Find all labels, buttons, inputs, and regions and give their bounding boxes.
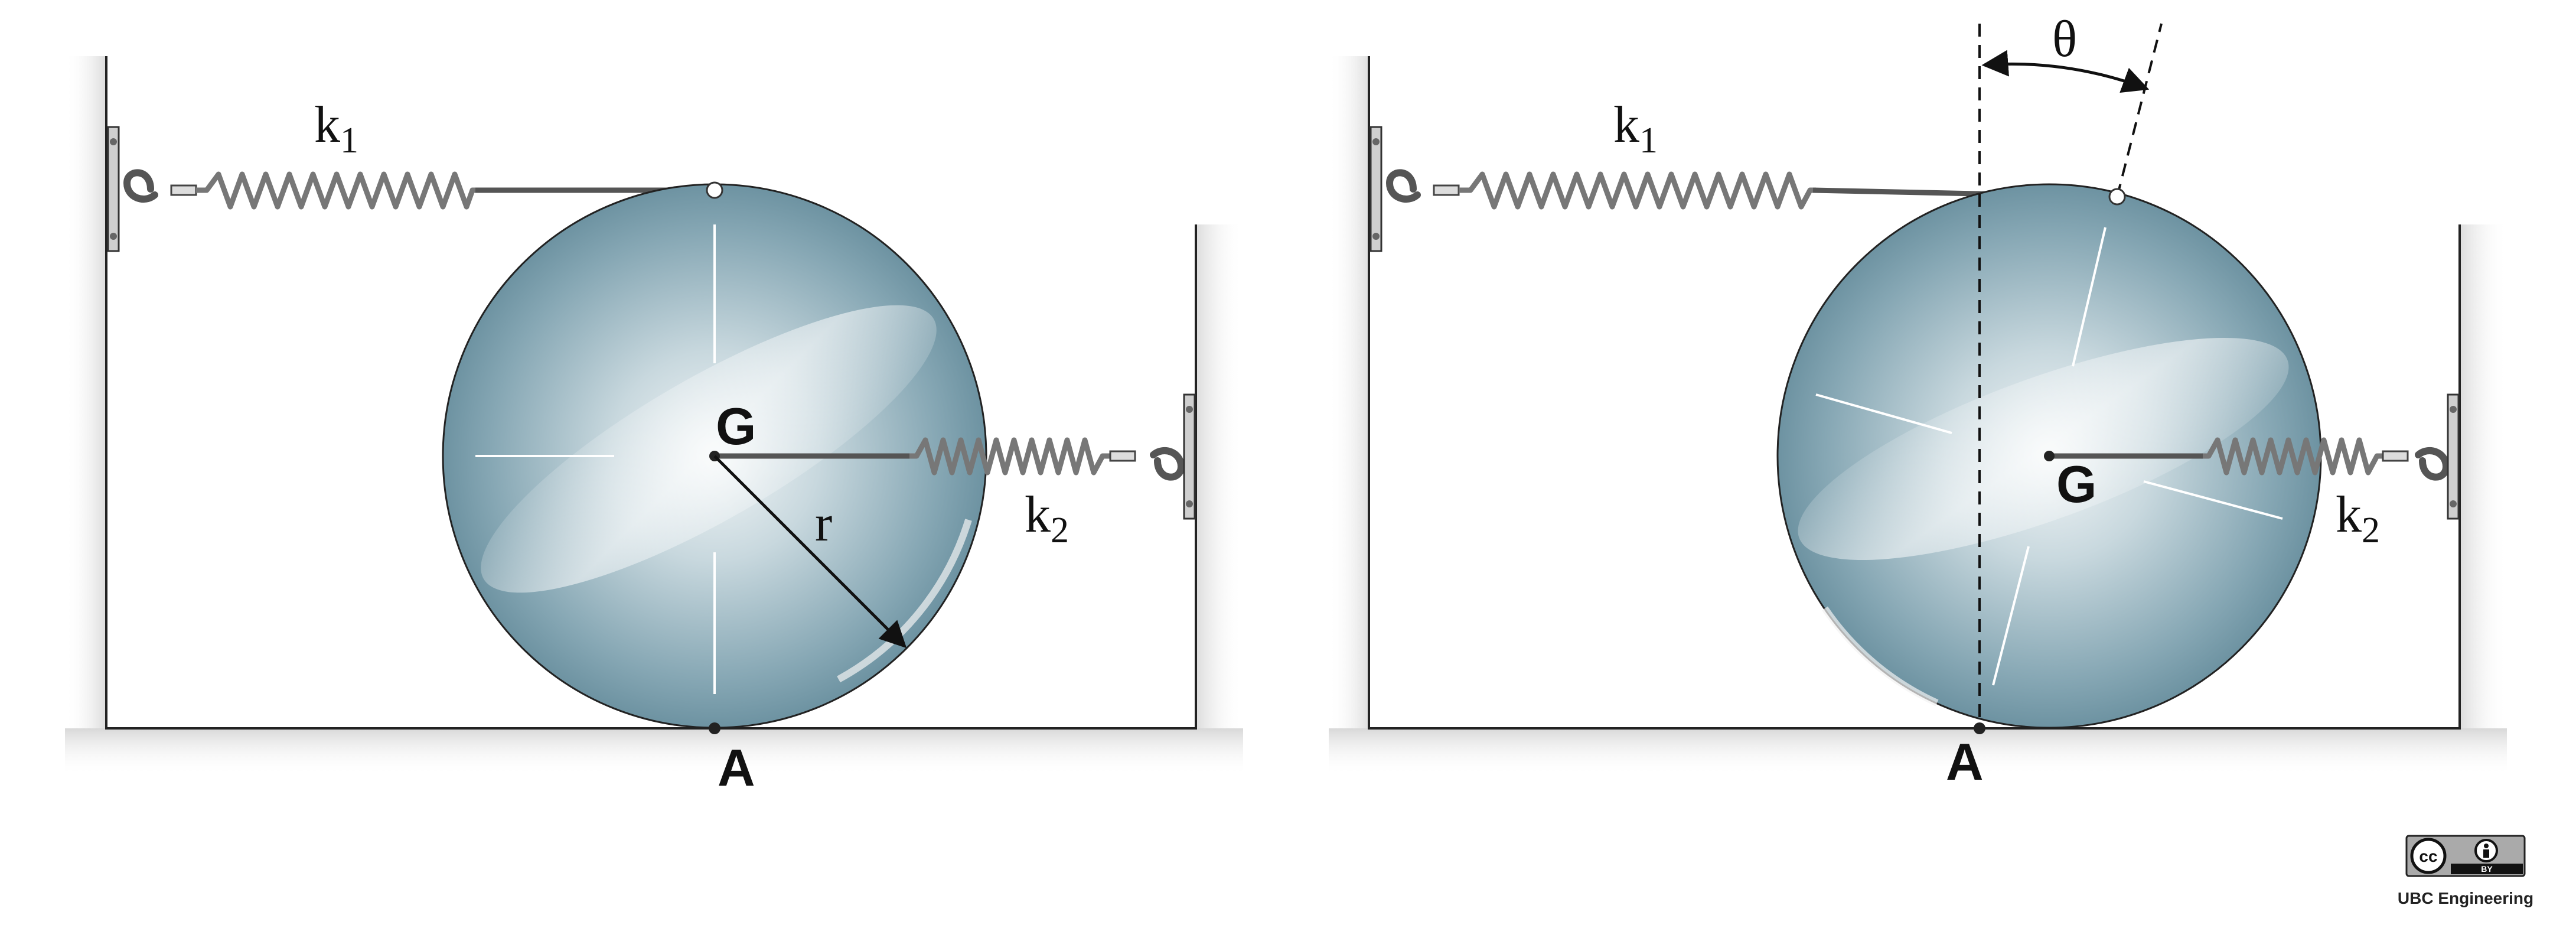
disk-rim-highlight [837, 519, 972, 683]
disk-mark-bottom-2 [1992, 546, 2030, 686]
disk-mark-left-2 [1815, 393, 1952, 434]
label-k2: k2 [1025, 486, 1069, 551]
spring-k1 [196, 171, 478, 210]
radius-arrow [713, 455, 907, 649]
right-wall-bracket-2 [2447, 393, 2460, 520]
disk-mark-top-2 [2072, 227, 2107, 367]
cc-by-badge: cc BY UBC Engineering [2398, 835, 2533, 907]
left-wall-bracket-2 [1369, 126, 1382, 252]
cc-badge-lower [2451, 864, 2523, 874]
attribution-icon-head [2484, 844, 2489, 848]
label-k1: k1 [314, 96, 358, 161]
left-hook-icon-2 [1385, 169, 1421, 203]
left-wall-shadow [65, 56, 106, 730]
cc-circle-icon [2410, 838, 2447, 874]
center-point-2 [2044, 451, 2055, 461]
label-r: r [815, 495, 832, 552]
disk-rim-highlight-2 [1822, 606, 1939, 706]
right-spring-connector [1109, 450, 1136, 462]
left-frame [105, 56, 1197, 730]
contact-point-2 [1974, 722, 1985, 734]
badge-caption: UBC Engineering [2398, 889, 2533, 907]
label-theta: θ [2052, 11, 2077, 68]
right-hook-icon [1150, 447, 1185, 481]
label-k2-2: k2 [2336, 486, 2380, 551]
disk-sheen-2 [1798, 337, 2289, 561]
disk-mark-right-2 [2143, 480, 2283, 520]
left-wall-shadow-2 [1329, 56, 1370, 730]
label-A-2: A [1946, 732, 1984, 791]
spring-k2 [909, 437, 1110, 476]
left-spring-connector-2 [1433, 184, 1460, 196]
top-pin-2 [2108, 188, 2126, 206]
right-hook-icon-2 [2415, 447, 2450, 481]
label-G-2: G [2056, 455, 2096, 513]
right-wall-bracket [1183, 393, 1196, 520]
spring-k2-2 [2203, 437, 2383, 476]
label-A: A [718, 738, 755, 797]
cc-by-text: BY [2481, 864, 2493, 874]
disk-sheen [481, 305, 937, 593]
floor-shadow [65, 728, 1243, 776]
label-G: G [716, 397, 756, 455]
right-panel: k1 k2 G θ A [1329, 11, 2507, 791]
attribution-icon-body [2483, 849, 2489, 858]
left-spring-connector [170, 184, 197, 196]
rotated-reference-line [2116, 23, 2163, 197]
floor-shadow-2 [1329, 728, 2507, 776]
theta-arc [1981, 50, 2150, 93]
left-hook-icon [123, 169, 158, 203]
right-wall-shadow-2 [2460, 224, 2507, 730]
contact-point [709, 722, 720, 734]
left-panel: k1 k2 G r A [65, 56, 1243, 797]
label-k1-2: k1 [1613, 96, 1658, 161]
top-pin [706, 181, 723, 199]
right-spring-connector-2 [2382, 450, 2409, 462]
left-wall-bracket [107, 126, 120, 252]
cc-symbol: cc [2419, 847, 2437, 865]
spring-k1-2 [1459, 171, 1816, 210]
right-wall-shadow [1196, 224, 1243, 730]
right-frame [1368, 56, 2461, 730]
